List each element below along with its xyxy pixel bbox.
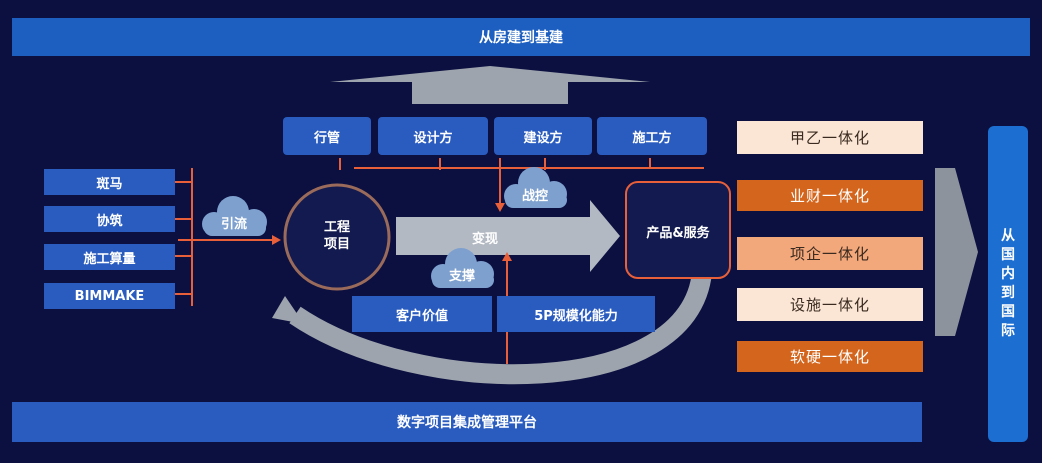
integration-box-5: 软硬一体化 bbox=[737, 341, 923, 372]
capability-box-5p: 5P规模化能力 bbox=[497, 296, 655, 332]
tool-box-xiezhu: 协筑 bbox=[44, 206, 175, 232]
tool-box-banma: 斑马 bbox=[44, 169, 175, 195]
cloud-attract bbox=[202, 196, 267, 236]
capability-box-customer-value: 客户价值 bbox=[352, 296, 492, 332]
cloud-support-label: 支撑 bbox=[449, 269, 476, 284]
right-chevron-arrow bbox=[935, 168, 978, 336]
tool-label: 协筑 bbox=[96, 213, 123, 229]
bottom-banner-text: 数字项目集成管理平台 bbox=[397, 415, 537, 431]
integration-label: 甲乙一体化 bbox=[789, 129, 870, 147]
project-circle bbox=[283, 183, 391, 291]
tool-box-bimmake: BIMMAKE bbox=[44, 283, 175, 309]
tool-label: BIMMAKE bbox=[74, 288, 145, 304]
right-bar-text: 从国内到国际 bbox=[1001, 228, 1015, 339]
return-arrow-head bbox=[272, 296, 304, 324]
integration-label: 软硬一体化 bbox=[789, 348, 870, 366]
role-box-owner: 建设方 bbox=[494, 117, 592, 155]
role-label: 设计方 bbox=[413, 130, 453, 146]
right-bar: 从国内到国际 bbox=[988, 126, 1028, 442]
integration-label: 项企一体化 bbox=[789, 245, 870, 263]
integration-label: 设施一体化 bbox=[789, 296, 870, 314]
cloud-control-label: 战控 bbox=[522, 189, 549, 204]
monetize-label: 变现 bbox=[472, 232, 499, 247]
tool-label: 施工算量 bbox=[83, 251, 136, 267]
tool-box-quantity: 施工算量 bbox=[44, 244, 175, 270]
role-label: 施工方 bbox=[632, 130, 672, 146]
connector-lines bbox=[175, 158, 704, 364]
products-label: 产品&服务 bbox=[646, 226, 710, 241]
top-banner: 从房建到基建 bbox=[12, 18, 1030, 56]
integration-box-1: 甲乙一体化 bbox=[737, 121, 923, 154]
integration-label: 业财一体化 bbox=[789, 187, 870, 205]
role-box-admin: 行管 bbox=[283, 117, 371, 155]
products-box bbox=[625, 181, 731, 279]
upward-arrow bbox=[330, 66, 650, 104]
project-label: 工程 项目 bbox=[323, 220, 350, 252]
tool-label: 斑马 bbox=[96, 176, 123, 192]
capability-label: 5P规模化能力 bbox=[534, 308, 618, 324]
bottom-banner: 数字项目集成管理平台 bbox=[12, 402, 922, 442]
capability-label: 客户价值 bbox=[395, 308, 448, 324]
return-curve-arrow bbox=[289, 270, 712, 385]
cloud-control bbox=[504, 167, 567, 208]
connector-arrowheads bbox=[272, 203, 512, 261]
cloud-support bbox=[431, 248, 494, 288]
role-box-designer: 设计方 bbox=[378, 117, 488, 155]
cloud-attract-label: 引流 bbox=[221, 217, 248, 232]
integration-box-2: 业财一体化 bbox=[737, 180, 923, 211]
role-label: 行管 bbox=[313, 130, 340, 146]
top-banner-text: 从房建到基建 bbox=[479, 30, 563, 46]
integration-box-4: 设施一体化 bbox=[737, 288, 923, 321]
role-box-contractor: 施工方 bbox=[597, 117, 707, 155]
role-label: 建设方 bbox=[523, 130, 563, 146]
integration-box-3: 项企一体化 bbox=[737, 237, 923, 270]
